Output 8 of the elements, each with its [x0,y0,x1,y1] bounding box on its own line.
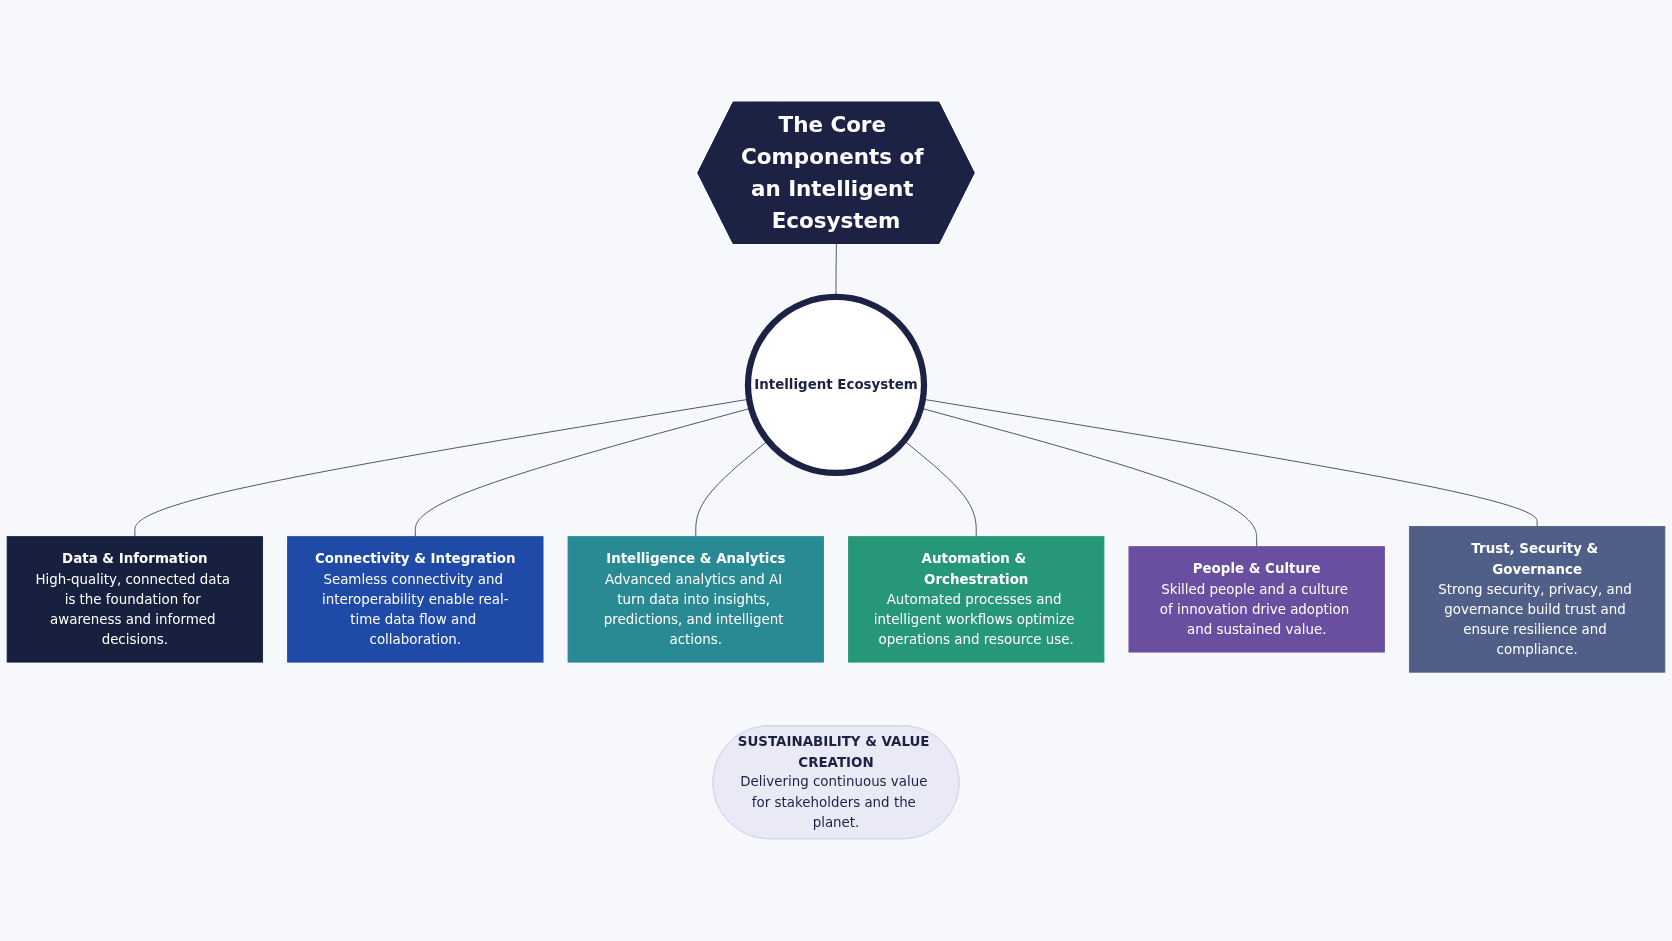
node-box: Automation & Orchestration Automated processes and intelligent workflows optimize operations and resource use. [848,536,1105,663]
node-box: People & Culture Skilled people and a culture of innovation drive adoption and sustained value. [1128,546,1385,653]
node-box: Intelligence & Analytics Advanced analytics and AI turn data into insights, predictions, and intelligent actions. [567,536,824,663]
node-box: Data & Information High-quality, connected data is the foundation for awareness and informed decisions. [6,536,264,663]
connector [134,398,750,538]
node-box: Trust, Security & Governance Strong security, privacy, and governance build trust and ensure resilience and compliance. [1408,526,1666,673]
node-box: Connectivity & Integration Seamless connectivity and interoperability enable real-time data flow and collaboration. [287,536,544,663]
node-circle: Intelligent Ecosystem [744,293,928,477]
